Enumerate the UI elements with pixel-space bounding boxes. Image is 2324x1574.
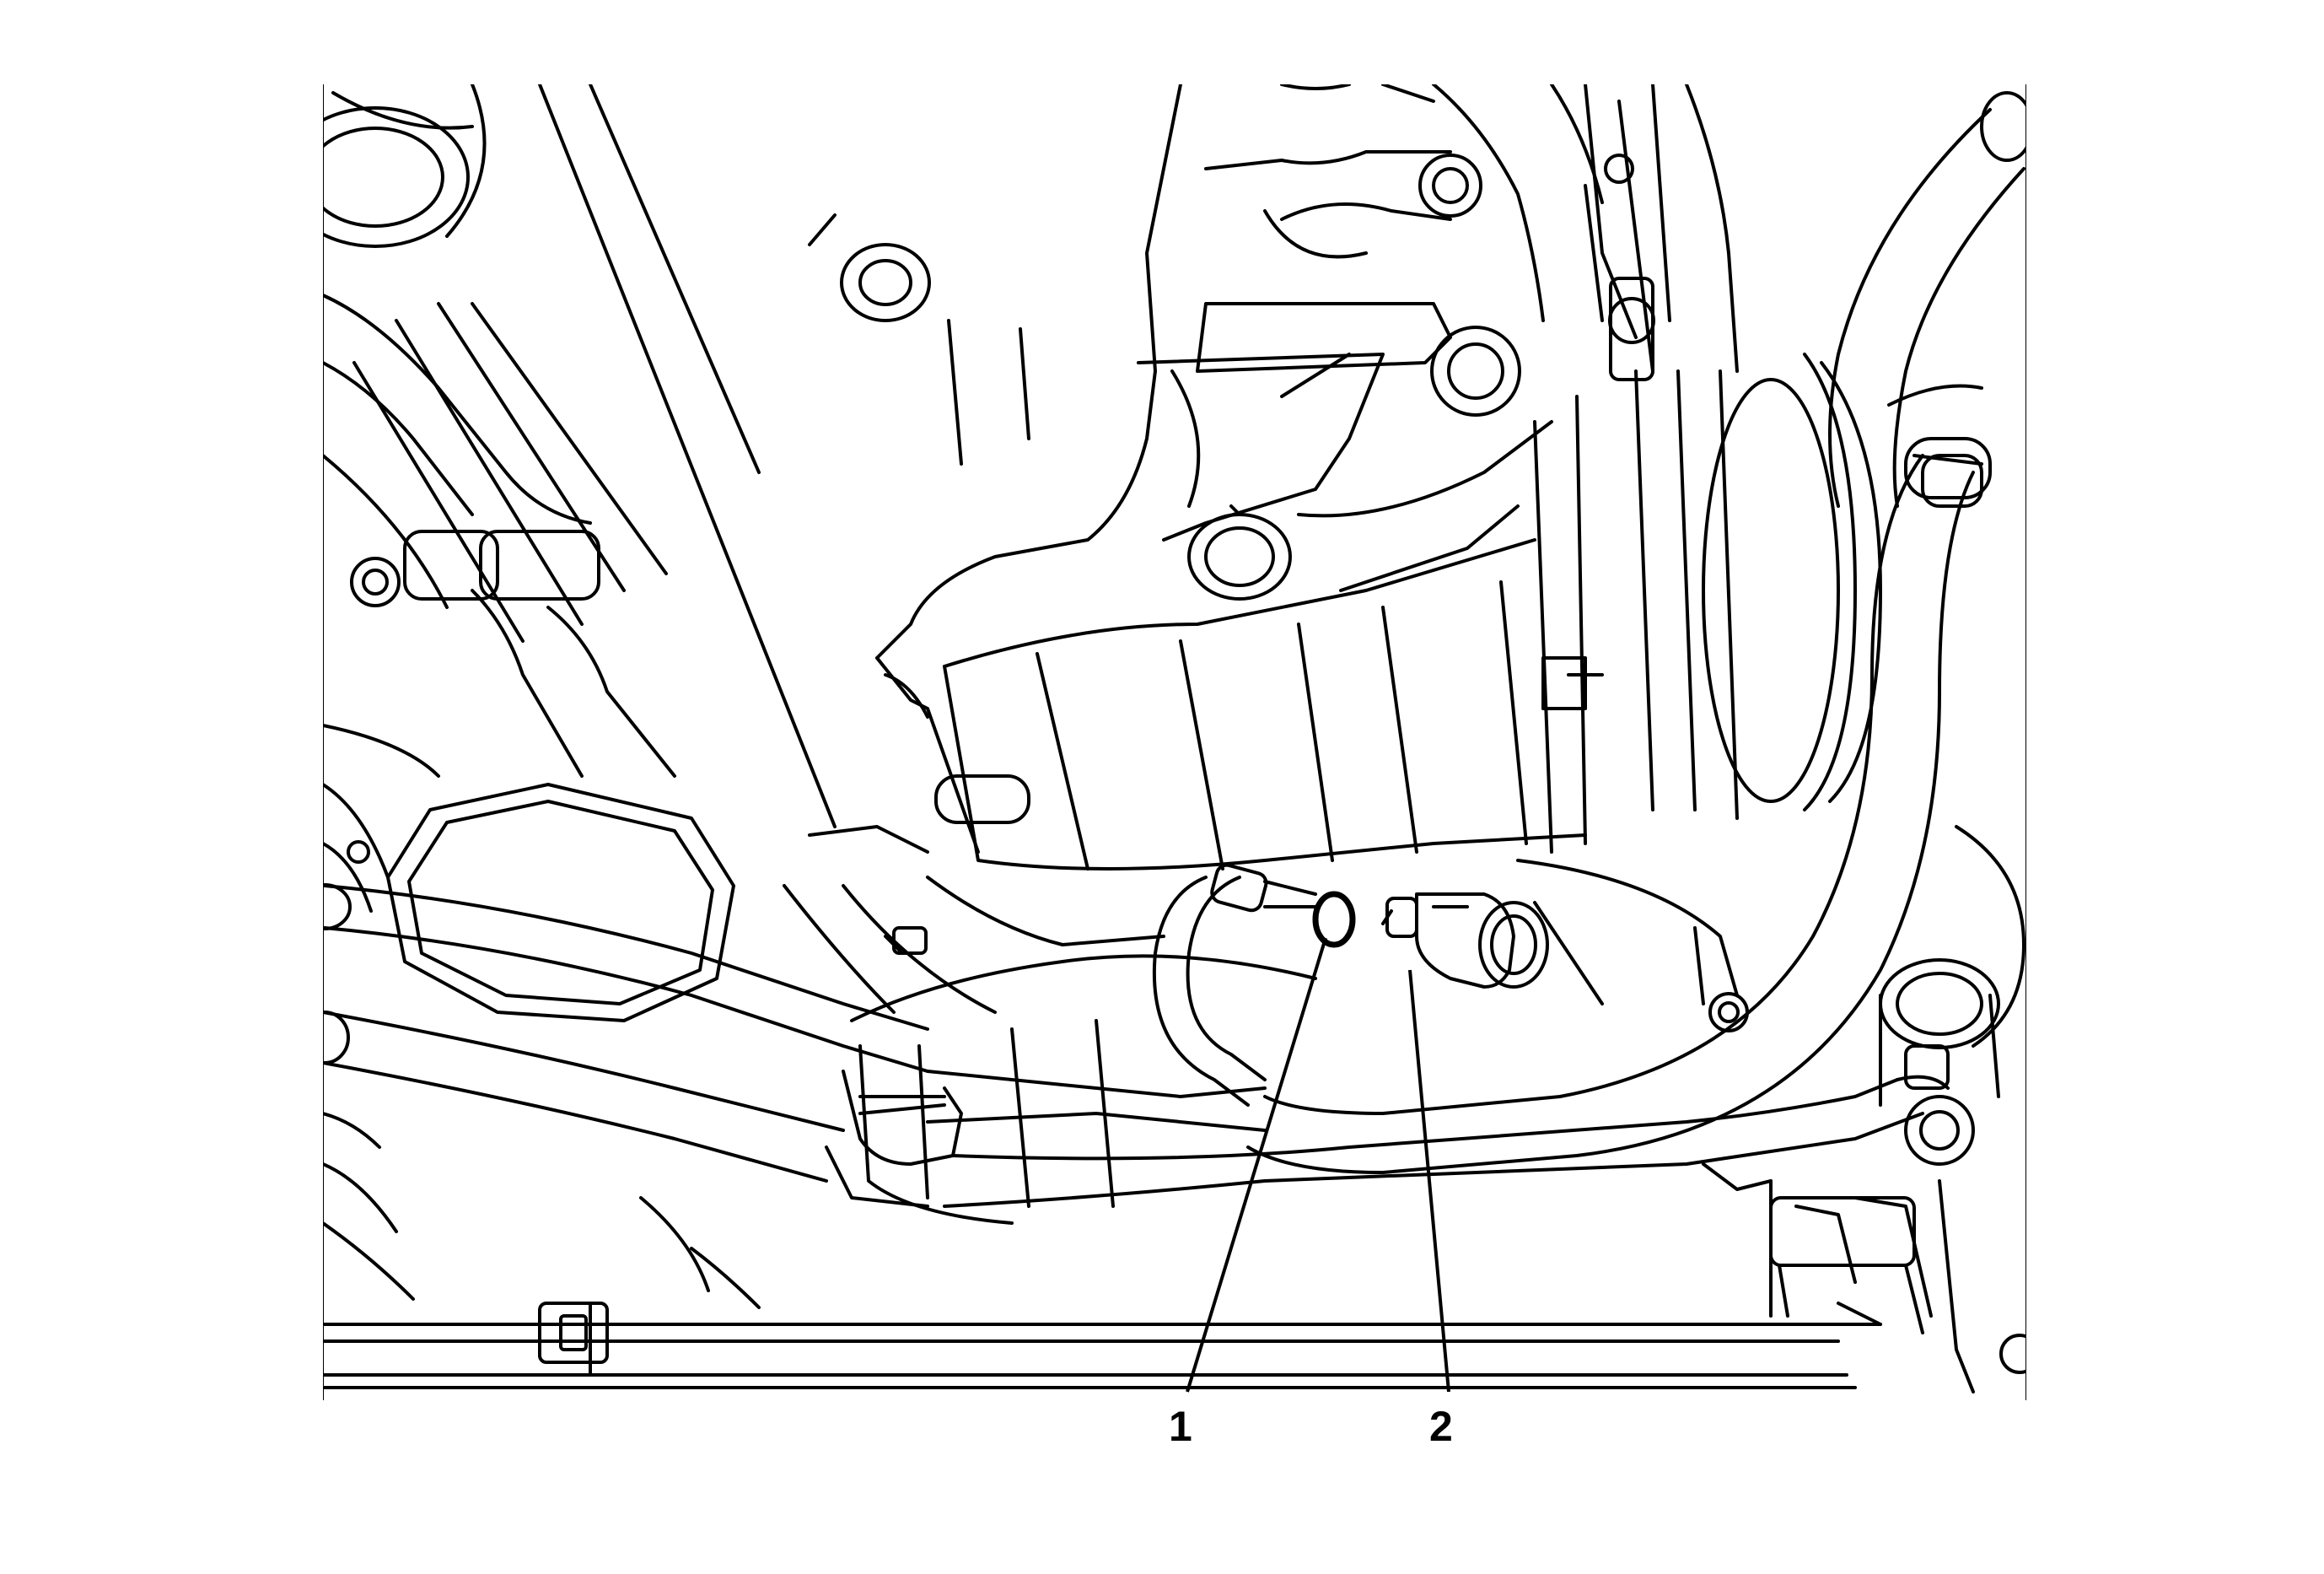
transmission-housing: [808, 84, 1604, 660]
lower-frame: [323, 1112, 2026, 1393]
leader-line-2: [1408, 969, 1450, 1393]
callout-leaders: [1186, 937, 1450, 1393]
leader-line-1: [1186, 937, 1327, 1393]
lower-hoses: [323, 883, 1950, 1208]
accumulator: [1879, 825, 2025, 1166]
main-hose: [1246, 437, 1992, 1174]
callout-label-2: 2: [1429, 1403, 1453, 1450]
refrigerant-line: [1152, 863, 1317, 1107]
engine-block: [323, 84, 837, 828]
upper-hose: [1828, 91, 2026, 508]
callout-label-1: 1: [1169, 1403, 1192, 1450]
compressor-body: [875, 538, 1587, 871]
o-ring-seal: [1312, 891, 1356, 948]
pressure-sensor: [1381, 892, 1549, 989]
left-cover: [323, 783, 735, 1022]
